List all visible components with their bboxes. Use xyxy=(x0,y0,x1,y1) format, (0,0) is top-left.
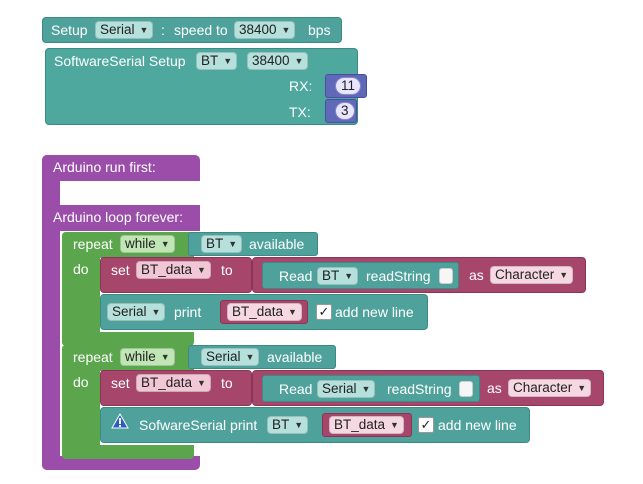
read-label-1: Read xyxy=(279,268,313,284)
dropdown-arrow-icon: ▼ xyxy=(228,239,238,249)
softwareserial-setup-block[interactable]: SoftwareSerial Setup BT▼ 38400▼ RX: TX: xyxy=(45,48,358,125)
read-port-dropdown-1[interactable]: BT▼ xyxy=(317,267,359,285)
set-label-2: set xyxy=(111,375,130,391)
print-var-dropdown-2[interactable]: BT_data▼ xyxy=(329,416,404,434)
read-string-label-2: readString xyxy=(387,381,452,397)
setup-serial-block[interactable]: Setup Serial▼ : speed to 38400▼ bps xyxy=(42,17,342,43)
repeat-footer-2 xyxy=(62,445,194,459)
dropdown-arrow-icon: ▼ xyxy=(197,378,206,388)
dropdown-arrow-icon: ▼ xyxy=(223,56,233,66)
softserial-port-dropdown[interactable]: BT▼ xyxy=(196,52,238,70)
dropdown-arrow-icon: ▼ xyxy=(160,239,170,249)
do-label-1: do xyxy=(73,261,89,277)
as-label-2: as xyxy=(487,380,502,396)
available-block-1[interactable]: BT▼ available xyxy=(188,232,318,256)
softserial-print-port-dropdown-2[interactable]: BT▼ xyxy=(267,416,309,434)
available-port-dropdown-1[interactable]: BT▼ xyxy=(201,235,243,253)
print-var-dropdown-1[interactable]: BT_data▼ xyxy=(227,303,302,321)
softserial-setup-label: SoftwareSerial Setup xyxy=(54,53,186,69)
newline-label-1: add new line xyxy=(335,304,414,320)
arduino-main-block[interactable] xyxy=(42,155,60,470)
dropdown-arrow-icon: ▼ xyxy=(344,271,354,281)
newline-checkbox-2[interactable]: ✓ xyxy=(418,417,434,433)
read-string-block-2[interactable]: Read Serial▼ readString xyxy=(262,375,480,402)
tx-number-field[interactable]: 3 xyxy=(335,102,355,120)
arduino-main-footer xyxy=(42,456,200,470)
to-label-2: to xyxy=(221,375,233,391)
warning-icon[interactable] xyxy=(111,413,129,429)
print-label-1: print xyxy=(174,304,202,320)
arduino-loop-forever-header[interactable]: Arduino loop forever: xyxy=(42,205,200,231)
repeat-label-2: repeat xyxy=(73,349,113,365)
dropdown-arrow-icon: ▼ xyxy=(139,25,149,35)
dropdown-arrow-icon: ▼ xyxy=(390,420,399,430)
dropdown-arrow-icon: ▼ xyxy=(294,420,304,430)
newline-label-2: add new line xyxy=(438,417,517,433)
to-label-1: to xyxy=(221,262,233,278)
dropdown-arrow-icon: ▼ xyxy=(160,352,170,362)
read-string-empty-field-1[interactable] xyxy=(439,268,453,284)
tx-label: TX: xyxy=(289,104,311,120)
dropdown-arrow-icon: ▼ xyxy=(294,56,304,66)
repeat-mode-dropdown-2[interactable]: while▼ xyxy=(120,348,175,366)
type-dropdown-2[interactable]: Character▼ xyxy=(508,379,592,397)
run-first-label: Arduino run first: xyxy=(53,159,156,175)
available-label-2: available xyxy=(267,349,323,365)
read-label-2: Read xyxy=(279,381,313,397)
available-port-dropdown-2[interactable]: Serial▼ xyxy=(201,348,260,366)
print-var-block-1[interactable]: BT_data▼ xyxy=(220,300,308,324)
repeat-label-1: repeat xyxy=(73,236,113,252)
setup-colon: : xyxy=(161,22,165,38)
repeat-header-2[interactable]: repeat while▼ do xyxy=(62,345,194,390)
set-var-dropdown-2[interactable]: BT_data▼ xyxy=(136,374,211,392)
softserial-speed-dropdown[interactable]: 38400▼ xyxy=(247,52,309,70)
newline-checkbox-1[interactable]: ✓ xyxy=(316,304,332,320)
set-label-1: set xyxy=(111,262,130,278)
setup-label: Setup xyxy=(51,22,88,38)
setup-port-dropdown[interactable]: Serial▼ xyxy=(95,21,154,39)
repeat-footer-1 xyxy=(62,332,194,346)
rx-label: RX: xyxy=(289,78,313,94)
read-string-empty-field-2[interactable] xyxy=(459,381,473,397)
set-block-2[interactable]: set BT_data▼ to xyxy=(100,370,252,406)
available-label-1: available xyxy=(249,236,305,252)
run-first-empty-slot[interactable] xyxy=(60,181,200,205)
setup-speed-label: speed to xyxy=(174,22,228,38)
dropdown-arrow-icon: ▼ xyxy=(361,384,371,394)
type-dropdown-1[interactable]: Character▼ xyxy=(490,266,574,284)
read-string-block-1[interactable]: Read BT▼ readString xyxy=(262,262,459,289)
available-block-2[interactable]: Serial▼ available xyxy=(188,345,336,369)
do-label-2: do xyxy=(73,374,89,390)
print-port-dropdown-1[interactable]: Serial▼ xyxy=(107,303,166,321)
setup-speed-dropdown[interactable]: 38400▼ xyxy=(234,21,296,39)
softserial-print-block-2[interactable]: SofwareSerial print BT▼ add new line xyxy=(100,407,530,443)
dropdown-arrow-icon: ▼ xyxy=(559,270,569,280)
repeat-header-1[interactable]: repeat while▼ do xyxy=(62,232,194,277)
read-string-label-1: readString xyxy=(366,268,431,284)
repeat-mode-dropdown-1[interactable]: while▼ xyxy=(120,235,175,253)
print-var-block-2[interactable]: BT_data▼ xyxy=(322,413,412,437)
as-label-1: as xyxy=(469,267,484,283)
dropdown-arrow-icon: ▼ xyxy=(245,352,255,362)
set-var-dropdown-1[interactable]: BT_data▼ xyxy=(136,261,211,279)
dropdown-arrow-icon: ▼ xyxy=(151,307,161,317)
dropdown-arrow-icon: ▼ xyxy=(288,307,297,317)
set-block-1[interactable]: set BT_data▼ to xyxy=(100,257,252,293)
loop-forever-label: Arduino loop forever: xyxy=(53,209,183,225)
read-port-dropdown-2[interactable]: Serial▼ xyxy=(317,380,376,398)
arduino-run-first-header[interactable]: Arduino run first: xyxy=(42,155,200,181)
dropdown-arrow-icon: ▼ xyxy=(281,25,291,35)
setup-unit: bps xyxy=(308,22,331,38)
tx-number-block[interactable]: 3 xyxy=(325,99,357,123)
dropdown-arrow-icon: ▼ xyxy=(577,383,587,393)
dropdown-arrow-icon: ▼ xyxy=(197,265,206,275)
rx-number-field[interactable]: 11 xyxy=(335,77,362,95)
softserial-print-label-2: SofwareSerial print xyxy=(139,417,258,433)
rx-number-block[interactable]: 11 xyxy=(325,74,367,98)
